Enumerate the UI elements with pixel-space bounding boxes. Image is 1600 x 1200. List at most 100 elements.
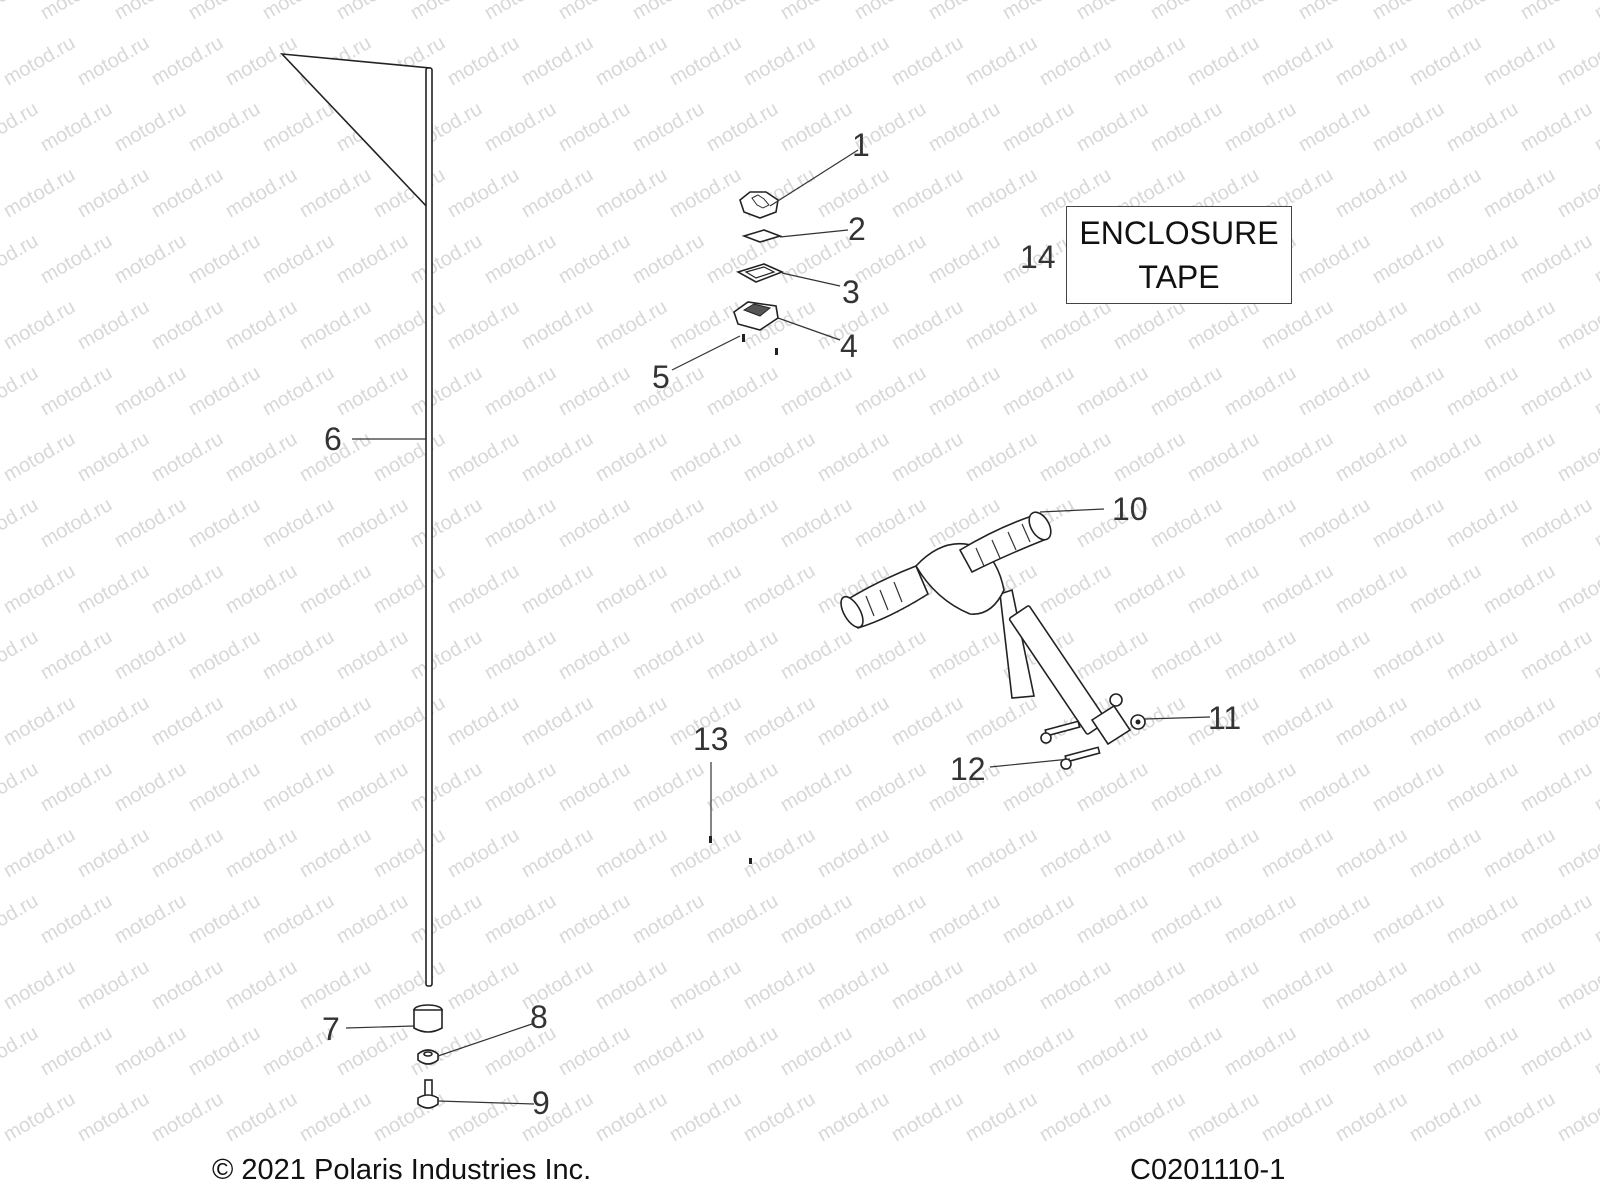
watermark-text: motod.ru xyxy=(74,824,153,883)
watermark-text: motod.ru xyxy=(0,98,42,157)
watermark-text: motod.ru xyxy=(259,494,338,553)
watermark-text: motod.ru xyxy=(1221,98,1300,157)
whip-ferrule xyxy=(413,1004,443,1033)
watermark-text: motod.ru xyxy=(1369,230,1448,289)
watermark-text: motod.ru xyxy=(481,1022,560,1081)
watermark-text: motod.ru xyxy=(703,98,782,157)
watermark-text: motod.ru xyxy=(37,1022,116,1081)
watermark-text: motod.ru xyxy=(814,32,893,91)
watermark-text: motod.ru xyxy=(666,956,745,1015)
watermark-text: motod.ru xyxy=(629,494,708,553)
watermark-text: motod.ru xyxy=(1369,0,1448,24)
watermark-text: motod.ru xyxy=(777,98,856,157)
watermark-text: motod.ru xyxy=(1443,230,1522,289)
watermark-text: motod.ru xyxy=(74,956,153,1015)
watermark-text: motod.ru xyxy=(999,890,1078,949)
watermark-text: motod.ru xyxy=(1406,428,1485,487)
watermark-text: motod.ru xyxy=(1369,626,1448,685)
watermark-text: motod.ru xyxy=(1221,758,1300,817)
watermark-text: motod.ru xyxy=(444,560,523,619)
watermark-text: motod.ru xyxy=(1110,296,1189,355)
watermark-text: motod.ru xyxy=(666,824,745,883)
watermark-text: motod.ru xyxy=(259,0,338,24)
watermark-text: motod.ru xyxy=(1517,626,1596,685)
watermark-text: motod.ru xyxy=(1073,890,1152,949)
watermark-text: motod.ru xyxy=(296,164,375,223)
watermark-text: motod.ru xyxy=(1332,428,1411,487)
watermark-text: motod.ru xyxy=(999,98,1078,157)
watermark-text: motod.ru xyxy=(407,626,486,685)
watermark-text: motod.ru xyxy=(481,362,560,421)
watermark-text: motod.ru xyxy=(777,494,856,553)
watermark-text: motod.ru xyxy=(592,32,671,91)
callout-12: 12 xyxy=(950,751,986,787)
callout-5: 5 xyxy=(652,359,670,395)
callout-10: 10 xyxy=(1112,491,1148,527)
watermark-text: motod.ru xyxy=(1110,428,1189,487)
watermark-text: motod.ru xyxy=(444,1088,523,1147)
watermark-text: motod.ru xyxy=(444,692,523,751)
watermark-text: motod.ru xyxy=(296,824,375,883)
watermark-text: motod.ru xyxy=(259,98,338,157)
watermark-text: motod.ru xyxy=(814,956,893,1015)
watermark-text: motod.ru xyxy=(370,824,449,883)
watermark-text: motod.ru xyxy=(1480,296,1559,355)
watermark-text: motod.ru xyxy=(888,1088,967,1147)
watermark-text: motod.ru xyxy=(1480,692,1559,751)
watermark-text: motod.ru xyxy=(296,1088,375,1147)
watermark-text: motod.ru xyxy=(1073,362,1152,421)
watermark-text: motod.ru xyxy=(37,98,116,157)
watermark-text: motod.ru xyxy=(111,758,190,817)
watermark-text: motod.ru xyxy=(370,296,449,355)
watermark-text: motod.ru xyxy=(925,0,1004,24)
whip-nut xyxy=(417,1049,439,1065)
watermark-text: motod.ru xyxy=(1332,164,1411,223)
watermark-text: motod.ru xyxy=(1184,956,1263,1015)
watermark-text: motod.ru xyxy=(37,890,116,949)
watermark-text: motod.ru xyxy=(1332,1088,1411,1147)
watermark-text: motod.ru xyxy=(1480,428,1559,487)
watermark-text: motod.ru xyxy=(148,560,227,619)
watermark-text: motod.ru xyxy=(74,692,153,751)
watermark-text: motod.ru xyxy=(481,494,560,553)
watermark-text: motod.ru xyxy=(629,98,708,157)
watermark-text: motod.ru xyxy=(962,824,1041,883)
watermark-text: motod.ru xyxy=(333,890,412,949)
watermark-text: motod.ru xyxy=(925,626,1004,685)
watermark-text: motod.ru xyxy=(666,296,745,355)
watermark-text: motod.ru xyxy=(1369,362,1448,421)
watermark-text: motod.ru xyxy=(296,956,375,1015)
watermark-text: motod.ru xyxy=(777,890,856,949)
watermark-text: motod.ru xyxy=(555,98,634,157)
watermark-text: motod.ru xyxy=(1332,824,1411,883)
watermark-text: motod.ru xyxy=(407,758,486,817)
watermark-text: motod.ru xyxy=(222,164,301,223)
watermark-text: motod.ru xyxy=(629,0,708,24)
enclosure-line-1: ENCLOSURE xyxy=(1079,215,1279,251)
watermark-text: motod.ru xyxy=(1258,560,1337,619)
watermark-text: motod.ru xyxy=(518,692,597,751)
watermark-text: motod.ru xyxy=(222,560,301,619)
watermark-text: motod.ru xyxy=(222,1088,301,1147)
watermark-text: motod.ru xyxy=(1147,98,1226,157)
watermark-text: motod.ru xyxy=(333,0,412,24)
watermark-text: motod.ru xyxy=(407,494,486,553)
watermark-text: motod.ru xyxy=(666,1088,745,1147)
watermark-text: motod.ru xyxy=(962,692,1041,751)
watermark-text: motod.ru xyxy=(962,956,1041,1015)
handle-nuts xyxy=(1109,693,1146,730)
watermark-text: motod.ru xyxy=(592,1088,671,1147)
callout-9: 9 xyxy=(532,1085,550,1121)
watermark-text: motod.ru xyxy=(111,1022,190,1081)
watermark-text: motod.ru xyxy=(111,494,190,553)
watermark-text: motod.ru xyxy=(1332,692,1411,751)
watermark-text: motod.ru xyxy=(1480,560,1559,619)
watermark-text: motod.ru xyxy=(1147,362,1226,421)
watermark-text: motod.ru xyxy=(222,692,301,751)
watermark-text: motod.ru xyxy=(1554,560,1600,619)
watermark-text: motod.ru xyxy=(1036,560,1115,619)
watermark-text: motod.ru xyxy=(444,296,523,355)
watermark-text: motod.ru xyxy=(666,32,745,91)
watermark-text: motod.ru xyxy=(962,32,1041,91)
watermark-text: motod.ru xyxy=(333,626,412,685)
